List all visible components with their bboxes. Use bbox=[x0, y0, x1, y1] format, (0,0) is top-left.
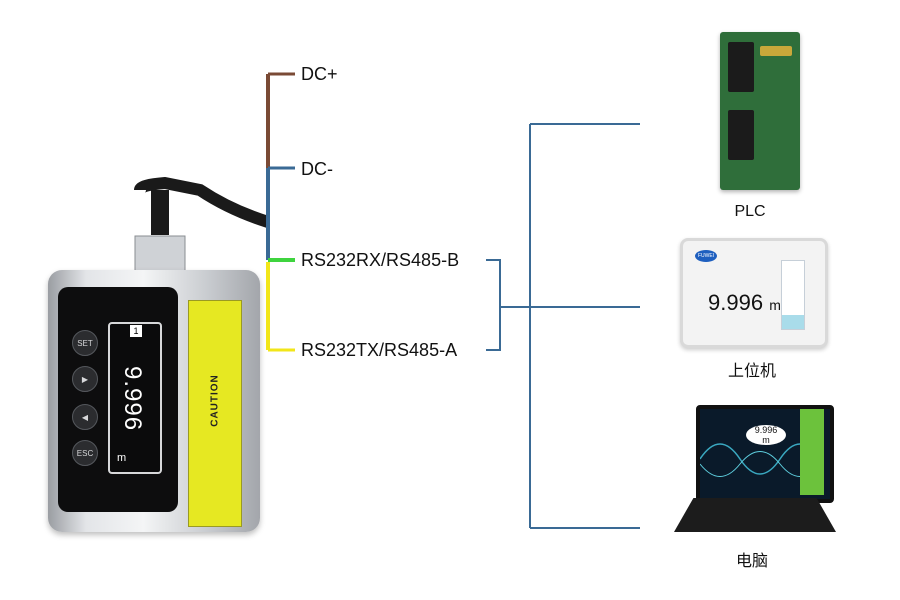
plc-label: PLC bbox=[734, 203, 766, 220]
sensor-display-value: 9.996 bbox=[119, 366, 146, 432]
cable-gland bbox=[134, 235, 186, 275]
sensor-display-unit: m bbox=[117, 452, 127, 464]
label-dc-plus: DC+ bbox=[301, 64, 338, 84]
laptop-base bbox=[674, 498, 836, 532]
host-level-fill bbox=[782, 315, 804, 329]
pc-value-text: 9.996 bbox=[754, 425, 778, 435]
pc-display-value: 9.996 m bbox=[746, 425, 786, 445]
caution-text: CAUTION bbox=[209, 374, 221, 427]
sensor-screen-index: 1 bbox=[130, 325, 142, 337]
esc-key[interactable]: ESC bbox=[72, 440, 98, 466]
set-key[interactable]: SET bbox=[72, 330, 98, 356]
host-level-bar bbox=[781, 260, 805, 330]
bus-bracket bbox=[486, 259, 501, 351]
host-value-text: 9.996 bbox=[708, 290, 764, 315]
label-tx-a: RS232TX/RS485-A bbox=[301, 340, 458, 360]
label-rx-b: RS232RX/RS485-B bbox=[301, 250, 460, 270]
label-dc-minus: DC- bbox=[301, 159, 333, 179]
brand-logo: FUWEI bbox=[695, 250, 717, 262]
sensor-cable bbox=[134, 176, 270, 228]
pc-label: 电脑 bbox=[735, 553, 768, 570]
host-unit-text: m bbox=[769, 297, 781, 313]
laptop-side-panel bbox=[800, 409, 824, 495]
pc-unit-text: m bbox=[762, 435, 770, 445]
plc-image bbox=[720, 32, 800, 190]
sensor-screen bbox=[108, 322, 162, 474]
left-key[interactable]: ◀ bbox=[72, 404, 98, 430]
host-label: 上位机 bbox=[727, 363, 776, 380]
caution-label bbox=[188, 300, 242, 527]
right-key[interactable]: ▶ bbox=[72, 366, 98, 392]
host-display-value: 9.996 m bbox=[708, 290, 781, 316]
